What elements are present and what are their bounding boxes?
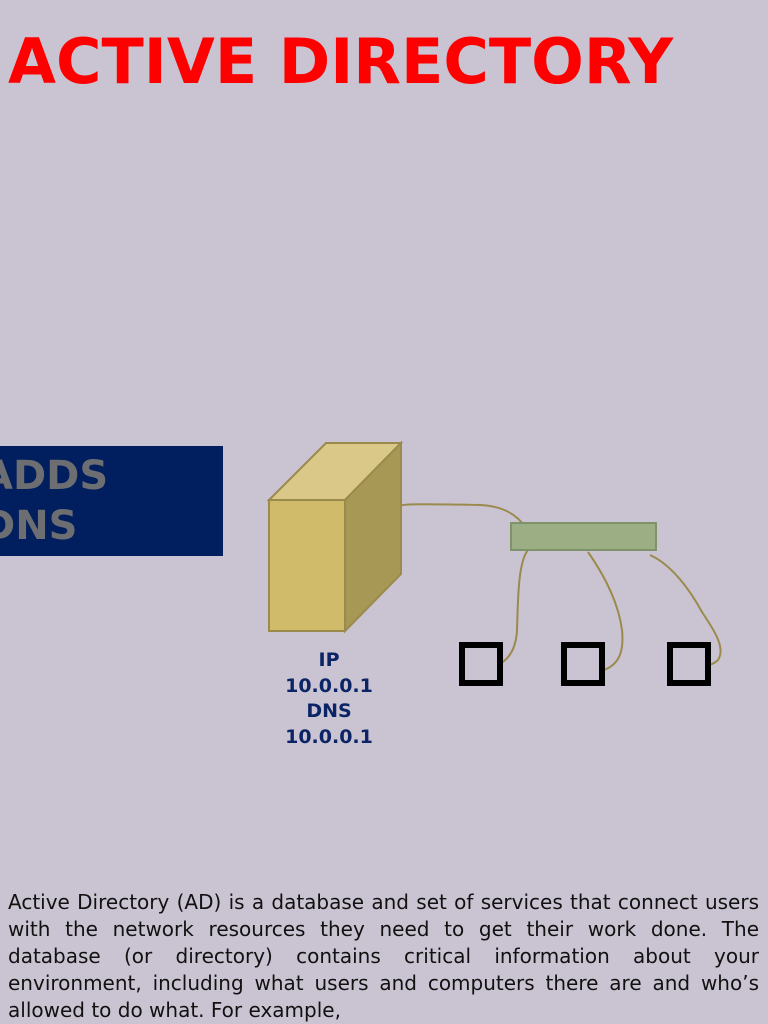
cable-switch-to-client-3 — [649, 554, 722, 666]
computer-square-icon — [459, 642, 503, 686]
cable-switch-to-client-1 — [497, 549, 529, 666]
slide-title: ACTIVE DIRECTORY — [8, 25, 674, 98]
cable-server-to-switch — [391, 503, 527, 529]
label-ip-value: 10.0.0.1 — [285, 674, 373, 697]
server-box-icon — [266, 440, 404, 634]
network-switch-icon — [510, 522, 657, 551]
cable-switch-to-client-2 — [587, 551, 624, 671]
computer-square-icon — [561, 642, 605, 686]
description-paragraph: Active Directory (AD) is a database and … — [8, 890, 759, 1022]
adds-dns-banner: ADDS DNS — [0, 446, 223, 556]
label-dns-value: 10.0.0.1 — [285, 725, 373, 748]
server-front-face — [268, 499, 346, 632]
banner-line-adds: ADDS — [0, 453, 109, 499]
label-ip: IP — [318, 649, 340, 671]
label-dns: DNS — [306, 700, 352, 722]
computer-square-icon — [667, 642, 711, 686]
banner-line-dns: DNS — [0, 503, 78, 549]
server-ip-dns-label: IP 10.0.0.1 DNS 10.0.0.1 — [268, 648, 390, 750]
